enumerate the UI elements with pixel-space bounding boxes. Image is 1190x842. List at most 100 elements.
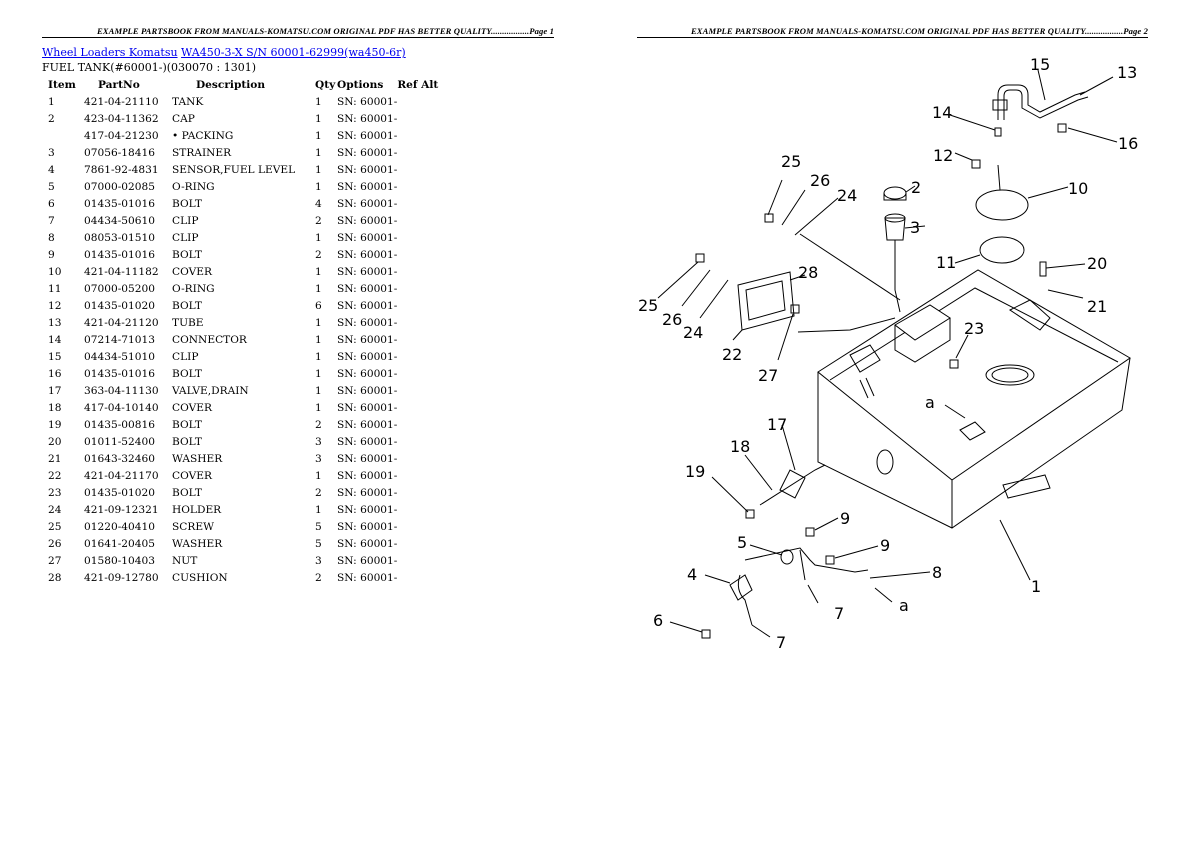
cell-ref-alt: [397, 450, 443, 467]
cell-description: • PACKING: [172, 129, 234, 142]
cell-item: 1: [48, 95, 55, 108]
cell-qty: 2: [315, 214, 322, 227]
callout-16: 16: [1118, 134, 1138, 153]
callout-11: 11: [936, 253, 956, 272]
cell-item: 3: [48, 146, 55, 159]
cell-partno: 07056-18416: [84, 146, 155, 159]
cell-options: SN: 60001-: [337, 469, 398, 482]
cell-ref-alt: [397, 161, 443, 178]
cell-qty: 1: [315, 401, 322, 414]
cell-ref-alt: [397, 110, 443, 127]
cell-item: 13: [48, 316, 62, 329]
cell-description: COVER: [172, 469, 212, 482]
callout-3: 3: [910, 218, 920, 237]
cell-item: 12: [48, 299, 62, 312]
cell-item: 23: [48, 486, 62, 499]
col-header-description: Description: [196, 79, 266, 91]
cell-options: SN: 60001-: [337, 367, 398, 380]
cell-description: BOLT: [172, 299, 202, 312]
callout-25: 25: [781, 152, 801, 171]
cell-qty: 1: [315, 469, 322, 482]
cell-partno: 01643-32460: [84, 452, 155, 465]
cell-partno: 421-04-21170: [84, 469, 159, 482]
cell-item: [42, 127, 84, 144]
cell-description: CLIP: [172, 231, 199, 244]
cell-item: 18: [48, 401, 62, 414]
callout-26b: 26: [662, 310, 682, 329]
breadcrumb-link-model[interactable]: WA450-3-X S/N 60001-62999(wa450-6r): [181, 46, 406, 59]
cell-description: BOLT: [172, 367, 202, 380]
cell-item: 4: [48, 163, 55, 176]
cell-description: BOLT: [172, 435, 202, 448]
cell-options: SN: 60001-: [337, 214, 398, 227]
detail-a-marker-2: a: [899, 596, 909, 615]
filler-cap-assembly: [883, 186, 907, 313]
cell-item: 25: [48, 520, 62, 533]
cell-options: SN: 60001-: [337, 299, 398, 312]
cell-description: VALVE,DRAIN: [172, 384, 249, 397]
callout-25b: 25: [638, 296, 658, 315]
drain-piping: [729, 464, 869, 626]
cell-qty: 2: [315, 571, 322, 584]
cell-partno: 01435-01016: [84, 367, 155, 380]
cell-options: SN: 60001-: [337, 452, 398, 465]
cell-ref-alt: [397, 348, 443, 365]
cell-ref-alt: [397, 314, 443, 331]
cell-partno: 01220-40410: [84, 520, 155, 533]
cell-options: SN: 60001-: [337, 180, 398, 193]
callout-1: 1: [1031, 577, 1041, 596]
cell-qty: 1: [315, 129, 322, 142]
breadcrumb: Wheel Loaders Komatsu WA450-3-X S/N 6000…: [42, 46, 406, 59]
cell-ref-alt: [397, 399, 443, 416]
cell-item: 14: [48, 333, 62, 346]
cell-qty: 1: [315, 350, 322, 363]
cell-options: SN: 60001-: [337, 384, 398, 397]
callout-24: 24: [837, 186, 857, 205]
cell-ref-alt: [397, 263, 443, 280]
cell-item: 7: [48, 214, 55, 227]
cell-partno: 01580-10403: [84, 554, 155, 567]
cell-ref-alt: [397, 195, 443, 212]
callout-26: 26: [810, 171, 830, 190]
cell-partno: 421-04-11182: [84, 265, 159, 278]
callout-21: 21: [1087, 297, 1107, 316]
cell-ref-alt: [397, 212, 443, 229]
callout-27: 27: [758, 366, 778, 385]
cell-partno: 421-04-21120: [84, 316, 159, 329]
cell-partno: 01641-20405: [84, 537, 155, 550]
cell-options: SN: 60001-: [337, 95, 398, 108]
col-header-item: Item: [48, 79, 76, 91]
parts-table: Item PartNo Description Qty Options Ref …: [42, 77, 443, 586]
cell-partno: 421-09-12780: [84, 571, 159, 584]
sight-gauge-cover: [737, 271, 795, 331]
callout-labels: 15 13 14 12 16 10 2 3 11 20 21 23 1 25 2…: [638, 55, 1138, 652]
cell-partno: 01435-01016: [84, 248, 155, 261]
callout-5: 5: [737, 533, 747, 552]
cell-ref-alt: [397, 433, 443, 450]
col-header-ref-alt: Ref Alt: [397, 79, 439, 91]
cell-description: SCREW: [172, 520, 214, 533]
cell-qty: 1: [315, 265, 322, 278]
cell-item: 10: [48, 265, 62, 278]
cell-item: 20: [48, 435, 62, 448]
cell-item: 9: [48, 248, 55, 261]
callout-8: 8: [932, 563, 942, 582]
cell-qty: 1: [315, 146, 322, 159]
callout-20: 20: [1087, 254, 1107, 273]
cell-ref-alt: [397, 297, 443, 314]
cell-partno: 363-04-11130: [84, 384, 159, 397]
breadcrumb-link-model-family[interactable]: Wheel Loaders Komatsu: [42, 46, 178, 59]
cell-description: WASHER: [172, 537, 223, 550]
cell-description: CONNECTOR: [172, 333, 247, 346]
cell-qty: 5: [315, 537, 322, 550]
